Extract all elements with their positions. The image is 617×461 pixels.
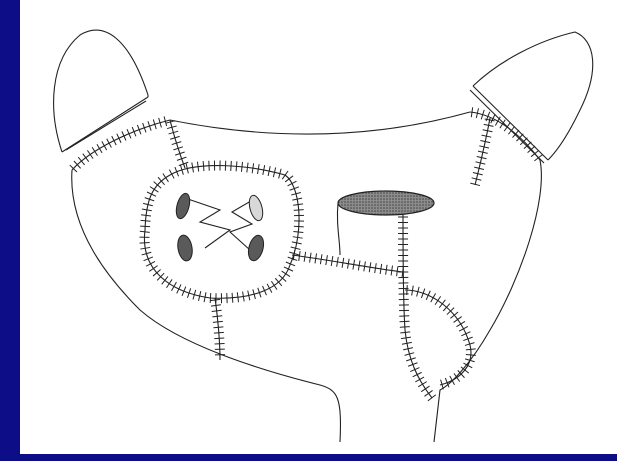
suture-tick bbox=[288, 181, 297, 186]
suture-tick bbox=[112, 136, 116, 145]
suture-tick bbox=[83, 154, 89, 162]
suture-tick bbox=[140, 231, 150, 232]
suture-tick bbox=[122, 131, 126, 140]
suture-tick bbox=[413, 372, 422, 376]
diagram-canvas bbox=[20, 0, 617, 454]
outlet-opening bbox=[338, 191, 434, 215]
suture-tick bbox=[418, 382, 427, 387]
suture-tick bbox=[471, 107, 472, 117]
suture-tick bbox=[102, 141, 107, 150]
suture-tick bbox=[293, 204, 303, 205]
suture-tick bbox=[282, 271, 290, 277]
suture-tick bbox=[149, 266, 157, 272]
suture-tick bbox=[140, 242, 150, 243]
suture-tick bbox=[117, 134, 121, 143]
suture-tick bbox=[146, 261, 155, 266]
reconstruction-diagram bbox=[20, 0, 617, 454]
suture-tick bbox=[162, 276, 168, 284]
upper-suture-line bbox=[72, 112, 540, 185]
suture-tick bbox=[167, 279, 173, 287]
suture-tick bbox=[236, 161, 237, 171]
suture-tick bbox=[141, 220, 151, 221]
suture-tick bbox=[237, 292, 238, 302]
suture-ticks bbox=[70, 107, 543, 401]
suture-tick bbox=[214, 332, 224, 333]
suture-tick bbox=[293, 250, 294, 260]
ureter-stump-lower-left bbox=[176, 234, 194, 262]
suture-tick bbox=[424, 390, 432, 396]
suture-tick bbox=[294, 210, 304, 211]
suture-tick bbox=[439, 300, 445, 308]
suture-tick bbox=[212, 310, 222, 311]
left-bowel-end bbox=[54, 30, 148, 152]
suture-tick bbox=[267, 284, 272, 293]
suture-tick bbox=[78, 157, 84, 165]
outlet-tube bbox=[337, 191, 434, 255]
suture-tick bbox=[150, 187, 158, 192]
suture-tick bbox=[172, 282, 177, 291]
suture-tick bbox=[299, 251, 300, 261]
suture-tick bbox=[428, 395, 436, 401]
suture-tick bbox=[231, 161, 232, 171]
suture-tick bbox=[466, 349, 476, 350]
suture-tick bbox=[491, 114, 495, 123]
suture-tick bbox=[107, 139, 112, 148]
suture-tick bbox=[400, 327, 410, 328]
suture-tick bbox=[282, 171, 288, 179]
suture-tick bbox=[177, 284, 181, 293]
suture-tick bbox=[232, 293, 233, 303]
suture-tick bbox=[284, 267, 293, 271]
suture-tick bbox=[271, 281, 277, 289]
suture-tick bbox=[421, 386, 429, 392]
suture-tick bbox=[203, 161, 204, 171]
suture-tick bbox=[459, 326, 468, 331]
suture-tick bbox=[210, 299, 220, 300]
suture-tick bbox=[211, 305, 221, 306]
pouch-outline bbox=[72, 112, 542, 442]
suture-tick bbox=[241, 162, 242, 172]
suture-tick bbox=[197, 162, 198, 172]
suture-tick bbox=[147, 192, 156, 196]
ureter-anastomoses bbox=[174, 192, 266, 262]
suture-tick bbox=[294, 226, 304, 227]
suture-tick bbox=[397, 266, 398, 276]
suture-tick bbox=[87, 150, 93, 158]
suture-tick bbox=[450, 376, 455, 385]
suture-tick bbox=[163, 174, 169, 182]
suture-tick bbox=[456, 321, 464, 326]
suture-tick bbox=[213, 321, 223, 322]
suture-tick bbox=[214, 338, 224, 339]
suture-tick bbox=[285, 176, 293, 182]
ureter-stump-upper-left bbox=[174, 192, 192, 220]
suture-tick bbox=[293, 231, 303, 232]
ureter-stump-lower-right bbox=[246, 234, 266, 263]
right-bowel-end bbox=[470, 32, 593, 163]
suture-tick bbox=[450, 312, 458, 318]
suture-tick bbox=[97, 144, 102, 153]
suture-tick bbox=[140, 226, 150, 227]
suture-tick bbox=[415, 377, 424, 382]
suture-tick bbox=[391, 266, 392, 276]
suture-tick bbox=[92, 147, 97, 155]
suture-tick bbox=[454, 317, 462, 323]
suture-tick bbox=[212, 316, 222, 317]
suture-tick bbox=[400, 332, 410, 333]
ureter-stump-upper-right bbox=[247, 194, 265, 222]
suture-tick bbox=[431, 293, 436, 302]
suture-tick bbox=[247, 163, 248, 173]
suture-tick bbox=[210, 293, 211, 303]
suture-tick bbox=[435, 296, 441, 304]
suture-tick bbox=[169, 170, 174, 179]
suture-tick bbox=[213, 327, 223, 328]
suture-tick bbox=[141, 215, 151, 216]
